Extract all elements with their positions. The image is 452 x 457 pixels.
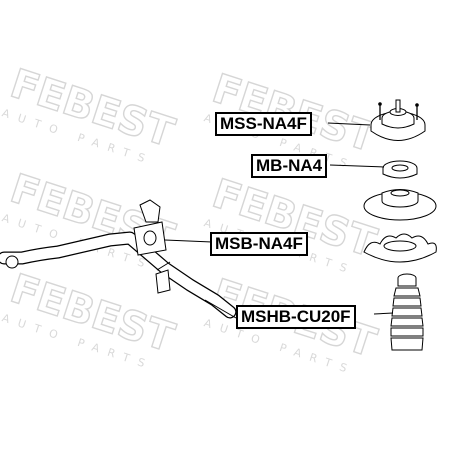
leader-lines xyxy=(164,122,394,319)
label-mss-na4f: MSS-NA4F xyxy=(215,112,312,136)
watermark-1: FEBEST AUTO PARTS xyxy=(0,60,181,168)
part-number-dust-boot: MSHB-CU20F xyxy=(241,307,351,326)
label-mshb-cu20f: MSHB-CU20F xyxy=(236,305,356,329)
bearing-drawing xyxy=(382,160,418,179)
strut-mount-drawing xyxy=(370,99,426,141)
label-msb-na4f: MSB-NA4F xyxy=(210,232,308,256)
watermark-5: FEBEST AUTO PARTS xyxy=(202,170,383,278)
part-number-bearing: MB-NA4 xyxy=(256,156,323,175)
spring-pad-drawing xyxy=(363,233,437,263)
stabilizer-bar-drawing xyxy=(0,231,237,319)
watermark-3: FEBEST AUTO PARTS xyxy=(0,265,181,373)
bushing-drawing xyxy=(133,199,171,294)
label-mb-na4: MB-NA4 xyxy=(251,154,328,178)
part-number-strut-mount: MSS-NA4F xyxy=(220,114,307,133)
dust-boot-drawing xyxy=(390,273,424,351)
watermark-group: FEBEST AUTO PARTS FEBEST AUTO PARTS FEBE… xyxy=(0,60,383,378)
spring-seat-drawing xyxy=(363,189,437,221)
part-number-bushing: MSB-NA4F xyxy=(215,234,303,253)
